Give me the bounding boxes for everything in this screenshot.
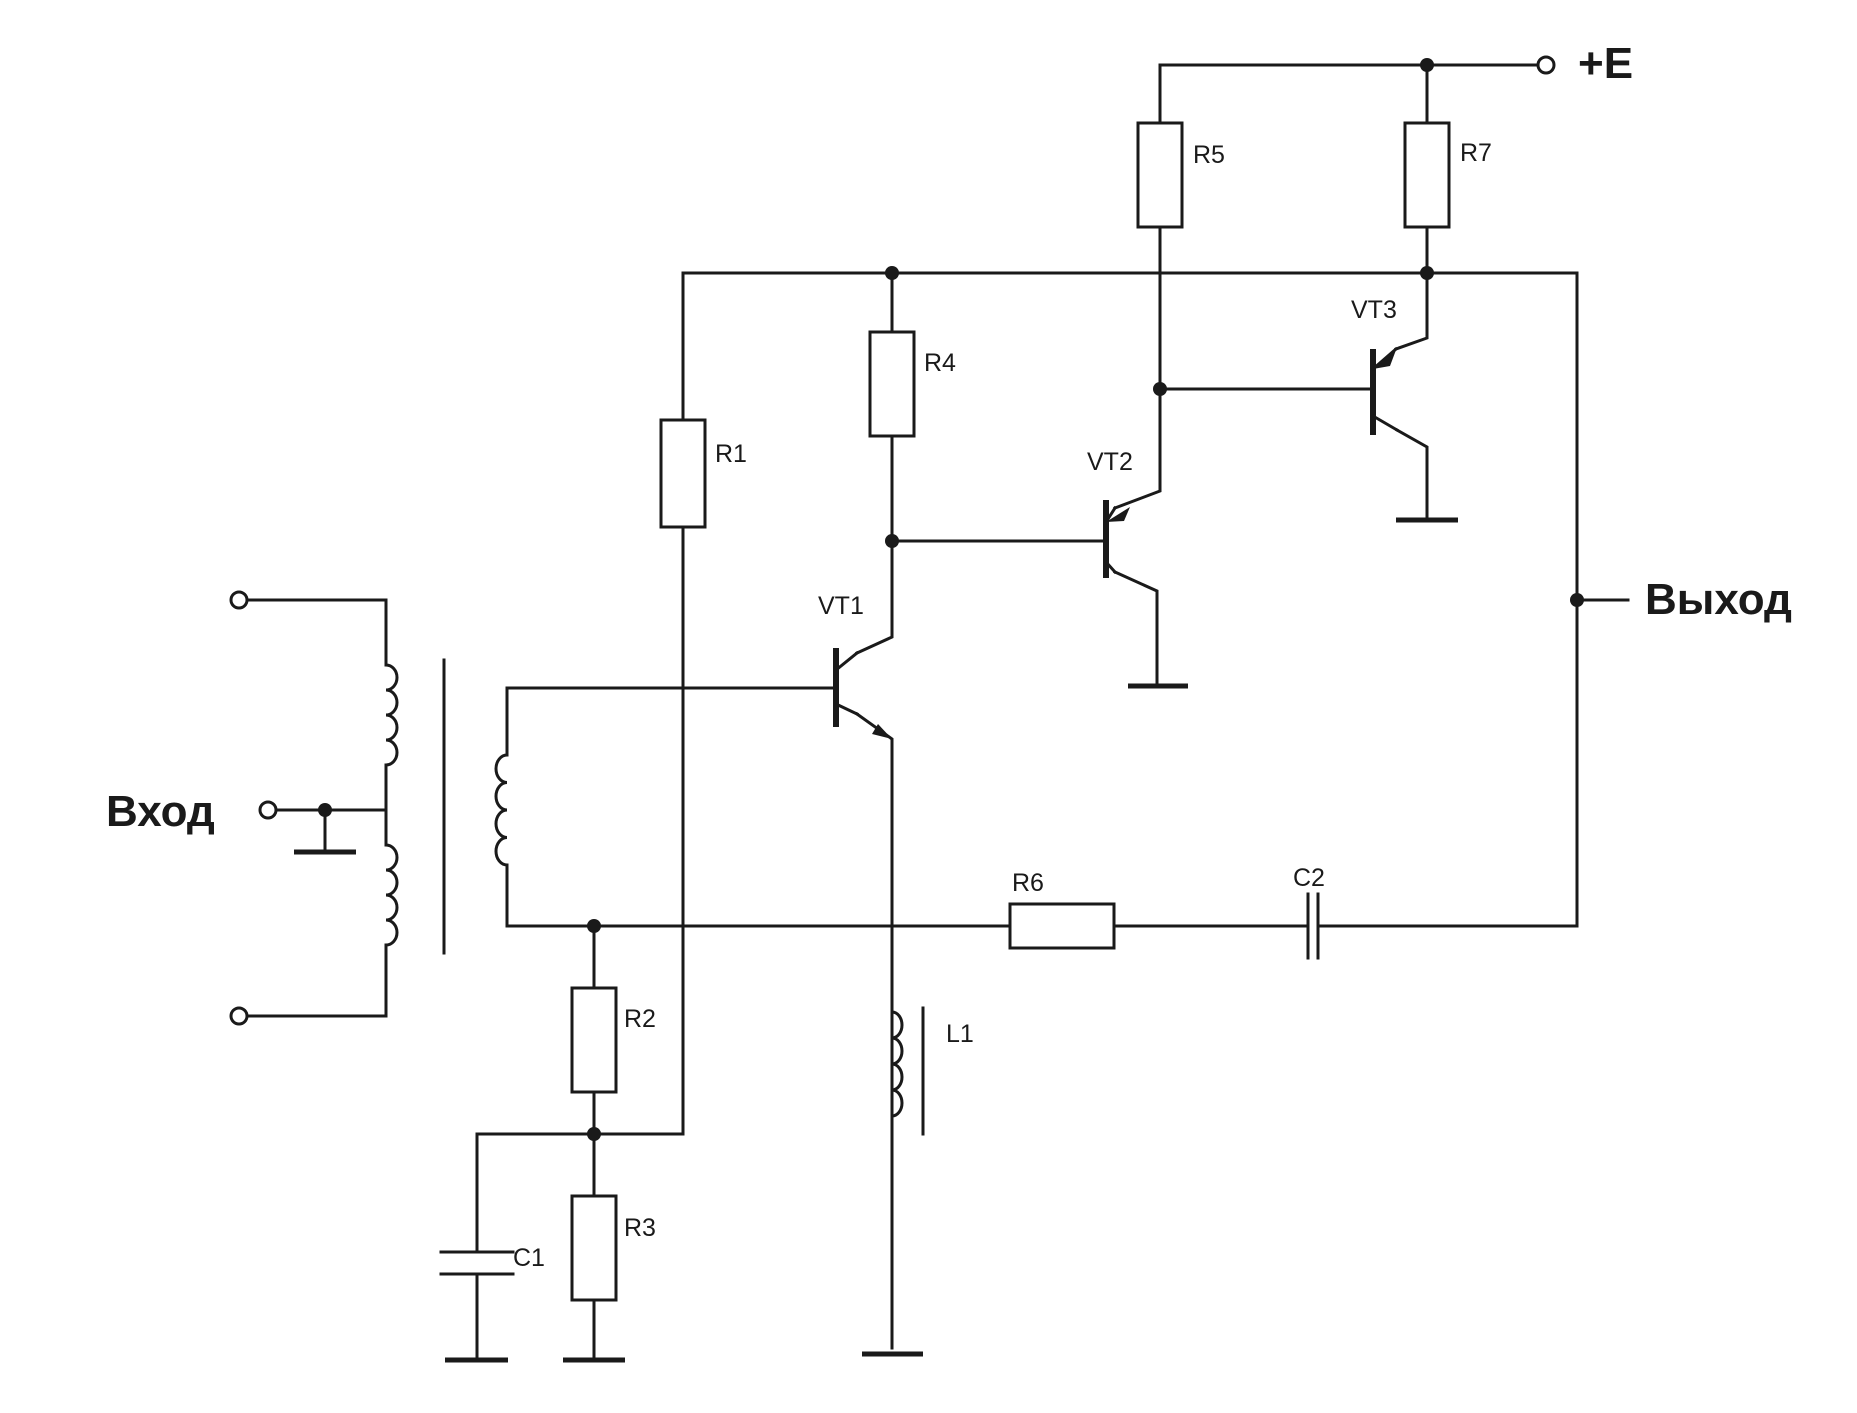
label-r4: R4 xyxy=(924,349,956,377)
resistor-r5 xyxy=(1136,121,1184,229)
capacitor-c2 xyxy=(1306,892,1320,960)
junction-dot xyxy=(1153,382,1167,396)
label-l1: L1 xyxy=(946,1020,974,1048)
secondary-winding xyxy=(494,753,509,867)
label-vt3: VT3 xyxy=(1351,296,1397,324)
input-label: Вход xyxy=(106,787,215,836)
label-c1: C1 xyxy=(513,1244,545,1272)
primary-winding-upper xyxy=(384,663,399,767)
transistor-vt2 xyxy=(1103,500,1130,578)
terminals xyxy=(229,55,1556,1026)
resistor-r7 xyxy=(1403,121,1451,229)
junction-dot xyxy=(1570,593,1584,607)
primary-winding-lower xyxy=(384,843,399,947)
inductor-l1 xyxy=(890,1006,925,1136)
grounds xyxy=(294,517,1458,1363)
supply-label: +E xyxy=(1578,39,1633,88)
label-r7: R7 xyxy=(1460,139,1492,167)
labels: +E Выход Вход R5 R7 R4 R1 R2 R3 R6 C1 C2… xyxy=(106,39,1792,1272)
label-r6: R6 xyxy=(1012,869,1044,897)
resistor-r2 xyxy=(570,986,618,1094)
junctions xyxy=(318,58,1584,1141)
input-transformer xyxy=(384,658,509,955)
capacitors xyxy=(439,892,1320,1276)
junction-dot xyxy=(1420,266,1434,280)
label-vt1: VT1 xyxy=(818,592,864,620)
junction-dot xyxy=(885,534,899,548)
resistor-r1 xyxy=(659,418,707,529)
resistor-r6 xyxy=(1008,902,1116,950)
wires xyxy=(245,63,1630,1362)
junction-dot xyxy=(587,919,601,933)
label-r2: R2 xyxy=(624,1005,656,1033)
supply-terminal xyxy=(1536,55,1556,75)
capacitor-c1 xyxy=(439,1250,515,1276)
junction-dot xyxy=(1420,58,1434,72)
input-terminal-middle xyxy=(258,800,278,820)
junction-dot xyxy=(885,266,899,280)
label-r5: R5 xyxy=(1193,141,1225,169)
label-r1: R1 xyxy=(715,440,747,468)
label-r3: R3 xyxy=(624,1214,656,1242)
junction-dot xyxy=(318,803,332,817)
transistor-vt3 xyxy=(1370,346,1400,435)
output-label: Выход xyxy=(1645,575,1792,624)
resistor-r3 xyxy=(570,1194,618,1302)
junction-dot xyxy=(587,1127,601,1141)
input-terminal-top xyxy=(229,590,249,610)
label-c2: C2 xyxy=(1293,864,1325,892)
resistor-r4 xyxy=(868,330,916,438)
label-vt2: VT2 xyxy=(1087,448,1133,476)
transistor-vt1 xyxy=(833,648,892,739)
input-terminal-bottom xyxy=(229,1006,249,1026)
resistors xyxy=(570,121,1451,1302)
